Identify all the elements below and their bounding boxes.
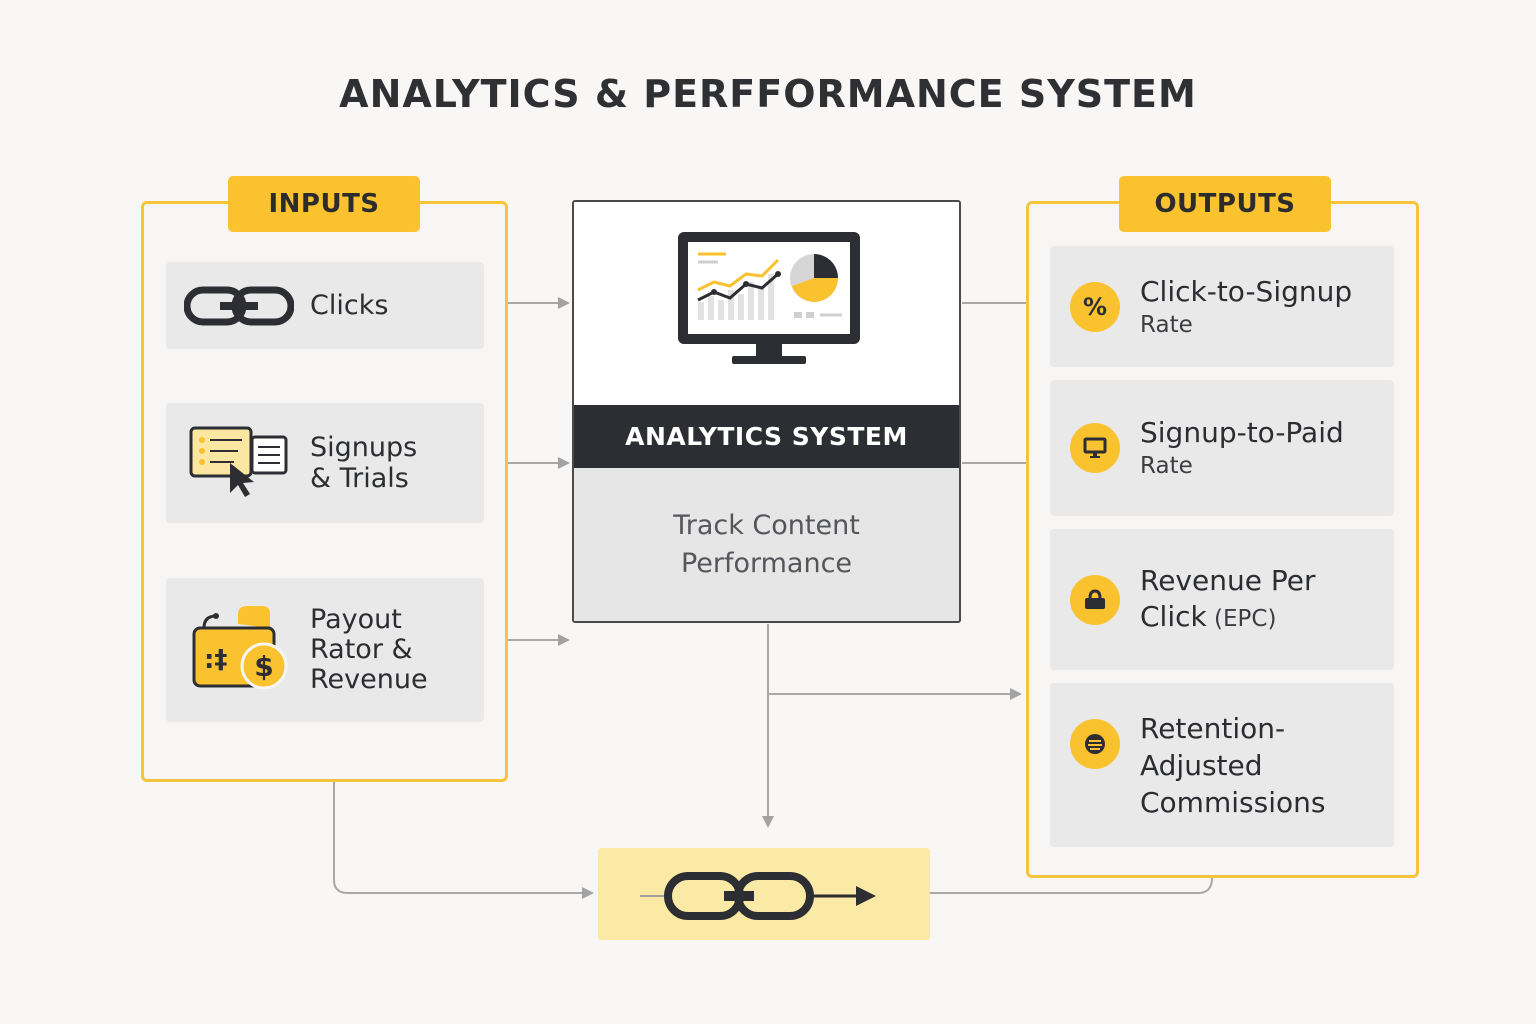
output-card-retention-adjusted: Retention- Adjusted Commissions — [1050, 683, 1394, 847]
input-card-payout: :‡ $ Payout Rator & Revenue — [166, 578, 484, 722]
wallet-dollar-icon: :‡ $ — [192, 606, 288, 690]
output-card-click-to-signup: % Click-to-Signup Rate — [1050, 246, 1394, 367]
analytics-system-title: ANALYTICS SYSTEM — [574, 405, 959, 468]
output-label-retention-2: Adjusted — [1140, 748, 1263, 782]
output-card-signup-to-paid: Signup-to-Paid Rate — [1050, 380, 1394, 516]
bottom-link-node — [598, 848, 930, 940]
inputs-tag: INPUTS — [228, 176, 420, 232]
output-label-click-to-signup: Click-to-Signup — [1140, 274, 1353, 308]
output-card-revenue-per-click: Revenue Per Click (EPC) — [1050, 529, 1394, 670]
line-bottom-to-outputs — [930, 877, 1213, 894]
output-label-retention-1: Retention- — [1140, 711, 1286, 745]
output-sublabel-signup-to-paid: Rate — [1140, 453, 1193, 479]
output-label-retention-3: Commissions — [1140, 785, 1326, 819]
chain-link-arrow-icon — [640, 872, 876, 920]
analytics-system-box: ANALYTICS SYSTEM Track Content Performan… — [572, 200, 961, 623]
coin-icon — [1070, 719, 1120, 769]
input-label-clicks: Clicks — [310, 290, 389, 321]
screen-icon — [1070, 423, 1120, 473]
input-card-signups: Signups & Trials — [166, 403, 484, 523]
line-inputs-to-bottom — [333, 782, 594, 899]
chain-link-icon — [184, 286, 294, 325]
bag-icon — [1070, 574, 1120, 625]
input-label-signups: Signups & Trials — [310, 432, 418, 494]
monitor-dashboard-icon — [678, 232, 860, 364]
signup-form-icon — [189, 426, 288, 497]
svg-text::‡: :‡ — [204, 645, 227, 675]
outputs-tag: OUTPUTS — [1119, 176, 1331, 232]
percent-icon: % — [1070, 281, 1120, 332]
input-label-payout: Payout Rator & Revenue — [310, 604, 428, 695]
output-sublabel-click-to-signup: Rate — [1140, 311, 1193, 338]
output-label-revenue-per: Revenue Per — [1140, 563, 1316, 597]
svg-text:$: $ — [254, 650, 273, 683]
analytics-system-subtitle: Track Content Performance — [574, 468, 959, 621]
input-card-clicks: Clicks — [166, 262, 484, 349]
output-label-signup-to-paid: Signup-to-Paid — [1140, 416, 1344, 449]
diagram-title: ANALYTICS & PERFFORMANCE SYSTEM — [339, 72, 1197, 116]
output-label-click-epc: Click (EPC) — [1140, 599, 1277, 633]
